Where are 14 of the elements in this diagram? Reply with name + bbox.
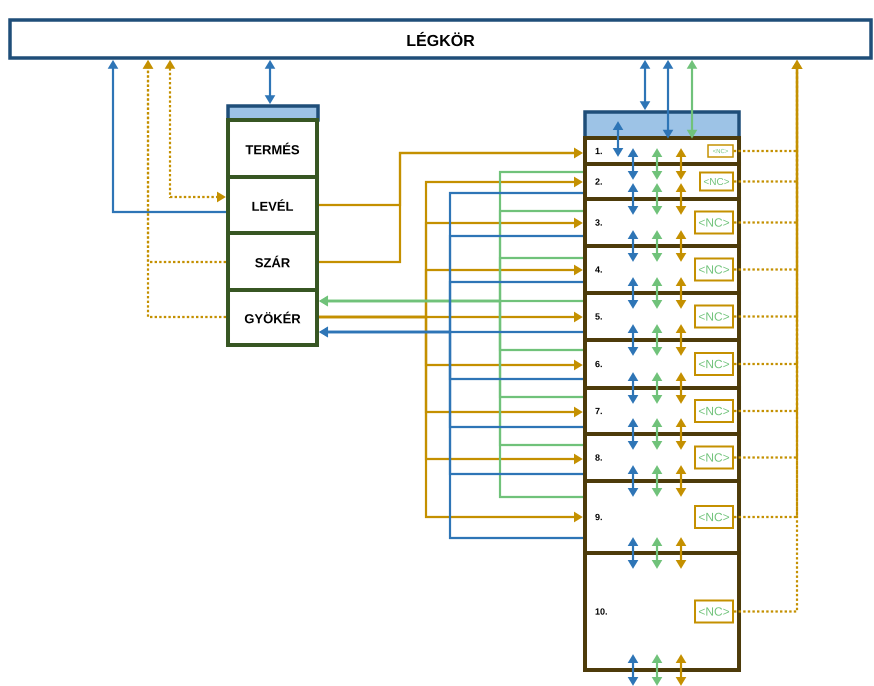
tag-box: <NC> (694, 304, 734, 328)
tag-box: <NC> (694, 258, 734, 282)
header-box: LÉGKÖR (8, 18, 873, 60)
organ-box: GYÖKÉR (226, 288, 319, 347)
tag-box: <NC> (694, 210, 734, 234)
organ-box: LEVÉL (226, 175, 319, 235)
tag-box: <NC> (694, 600, 734, 624)
organ-box: TERMÉS (226, 118, 319, 179)
tag-box: <NC> (694, 505, 734, 529)
tag-box: <NC> (694, 446, 734, 470)
tag-box: <NC> (694, 399, 734, 423)
organ-box: SZÁR (226, 231, 319, 292)
tag-box: <NC> (699, 172, 734, 192)
tag-box: <NC> (694, 352, 734, 376)
